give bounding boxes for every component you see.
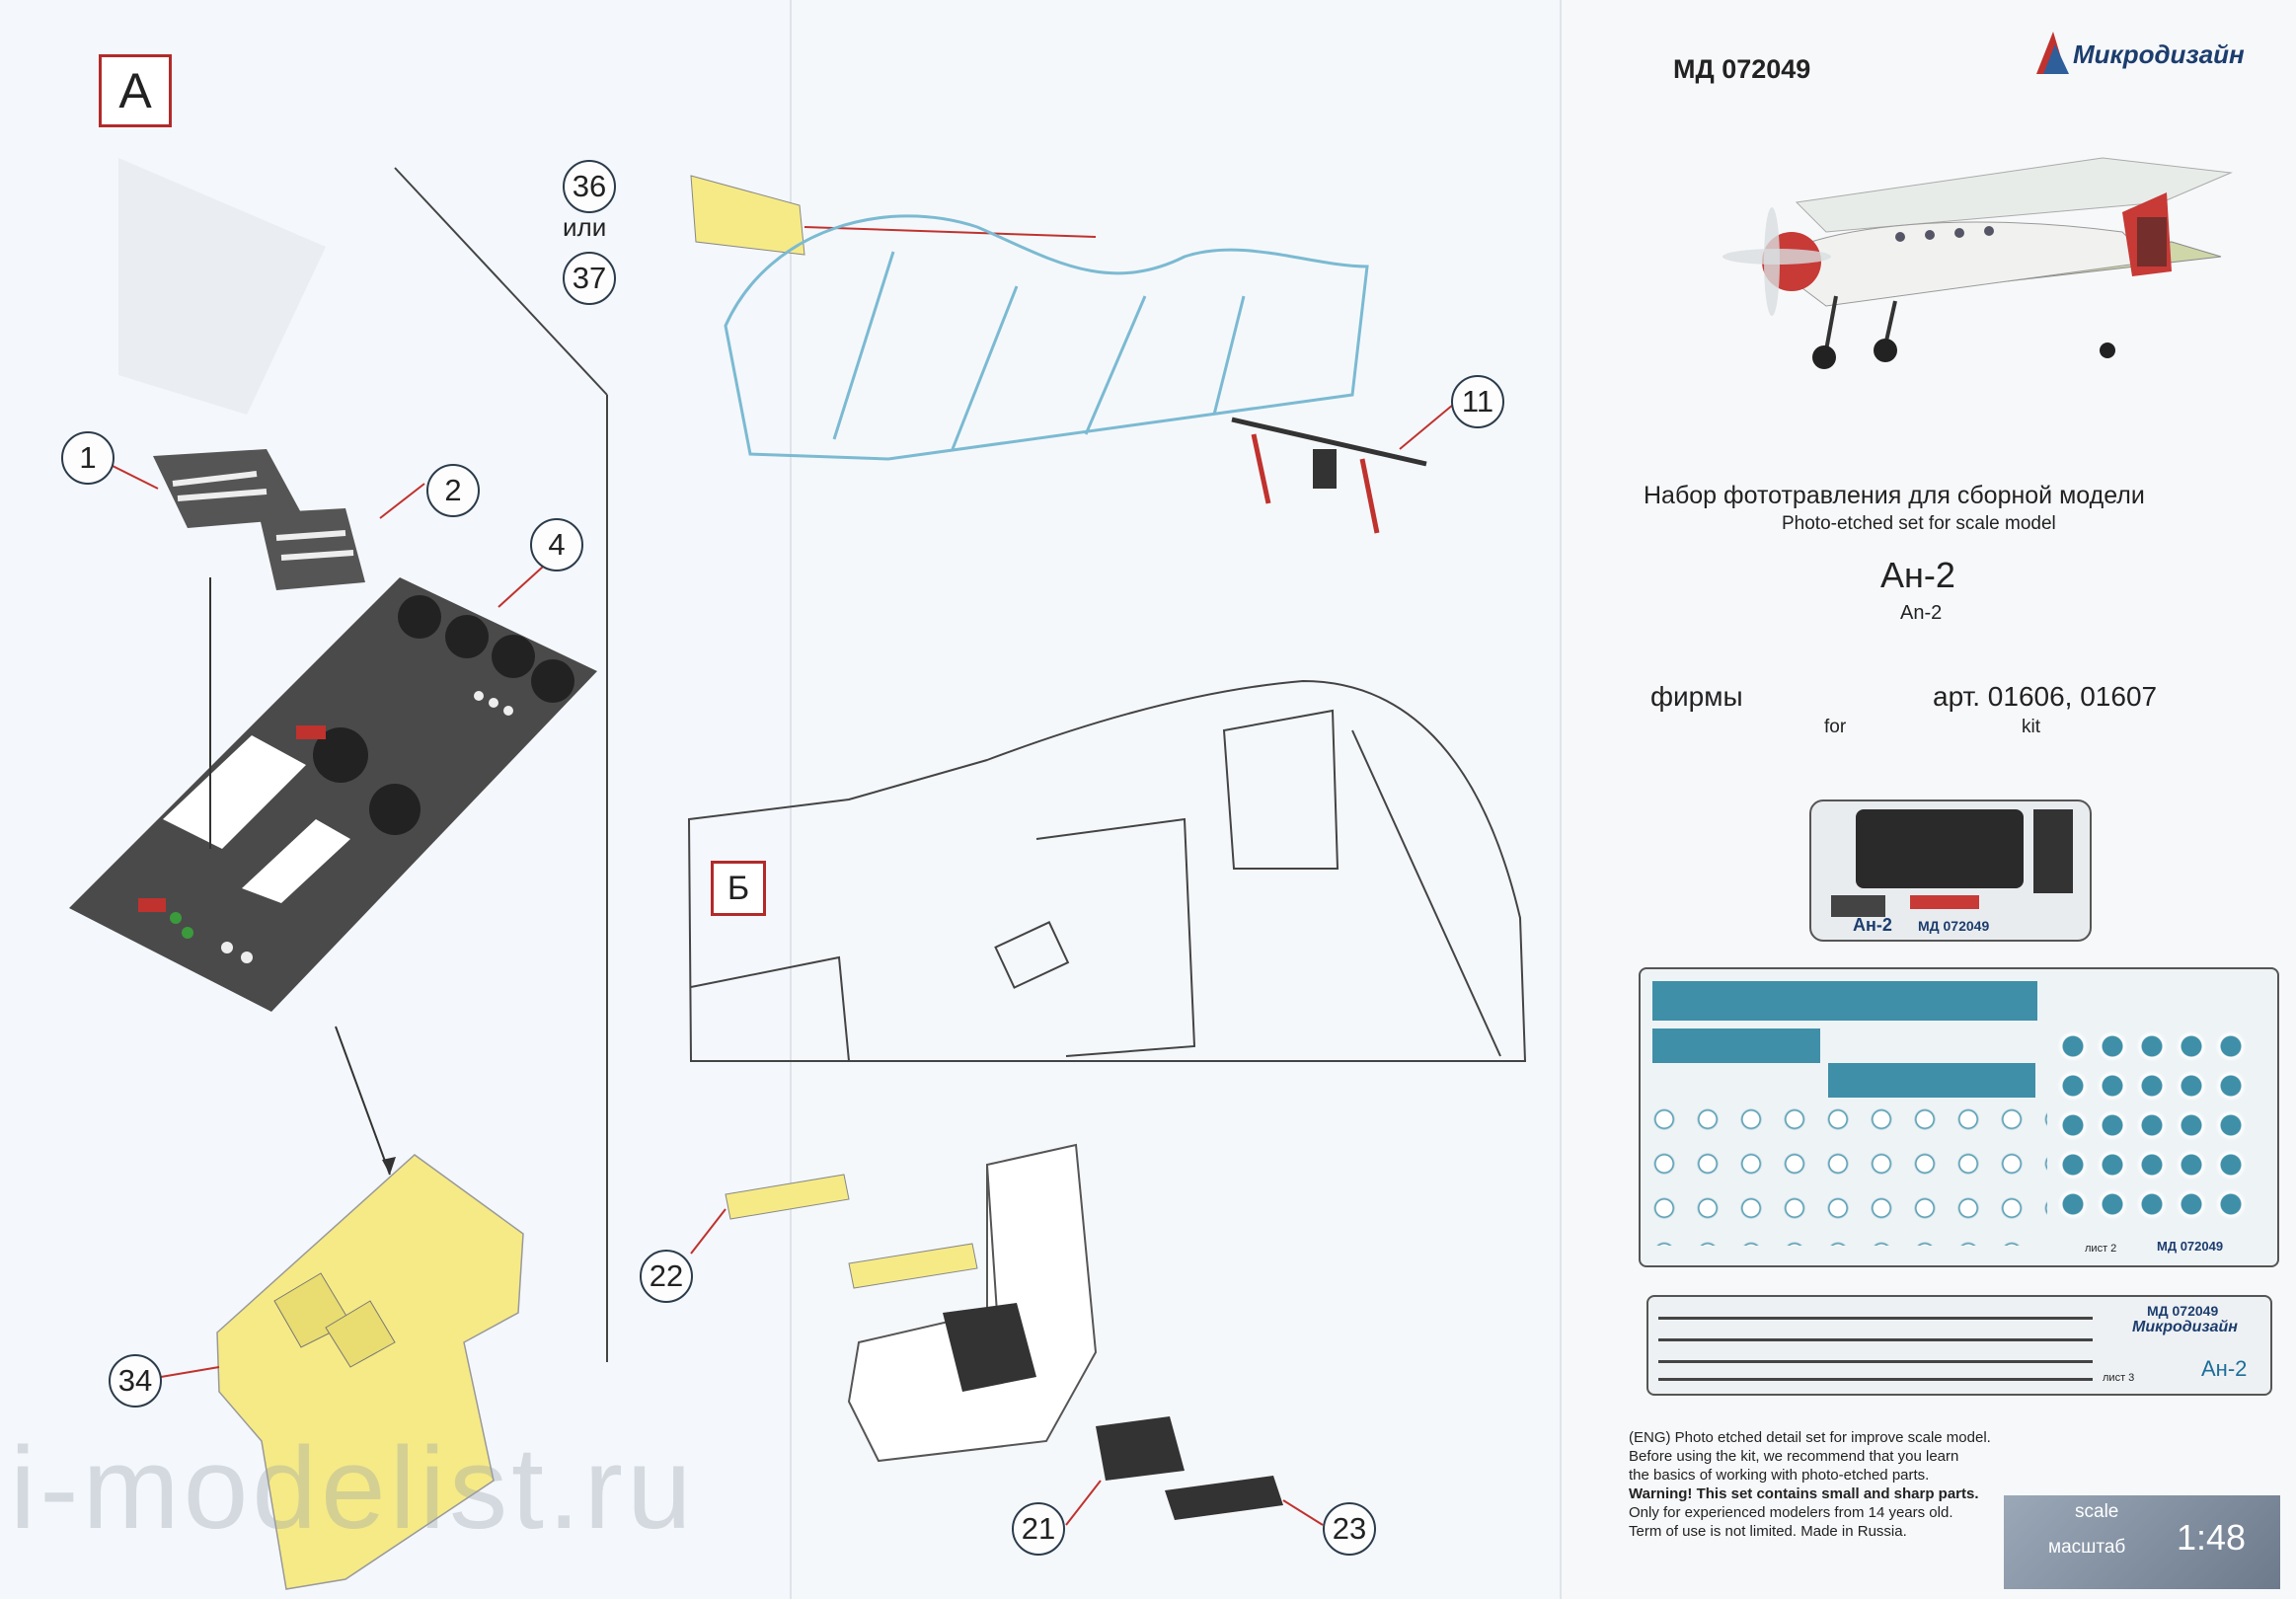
product-code: МД 072049 [1673,54,1811,84]
fret-sheet-1: Ан-2 МД 072049 [1809,800,2092,942]
usage-notes: (ENG) Photo etched detail set for improv… [1629,1428,1991,1541]
fold-line-1 [790,0,792,1599]
callout-34: 34 [109,1354,162,1408]
aircraft-name-ru: Ан-2 [1880,555,1955,595]
fret-3-code: МД 072049 [2147,1303,2219,1319]
fret-2-code: МД 072049 [2157,1239,2224,1254]
note-line-3: the basics of working with photo-etched … [1629,1467,1930,1484]
note-line-6: Term of use is not limited. Made in Russ… [1629,1523,1907,1540]
scale-value: 1:48 [2177,1517,2247,1558]
fret-sheet-3: МД 072049 Микродизайн лист 3 Ан-2 [1646,1295,2272,1396]
title-en: Photo-etched set for scale model [1782,513,2056,534]
fret-2-label: лист 2 [2085,1243,2117,1255]
brand-logo [2031,30,2071,74]
or-label: или [563,212,607,242]
kit-label: kit [2022,717,2040,737]
callout-22: 22 [640,1250,693,1303]
fret-3-name: Ан-2 [2201,1356,2248,1381]
callout-11: 11 [1451,375,1504,428]
part-4-instrument-panel [69,577,597,1012]
watermark-text: i-modelist.ru [10,1423,696,1554]
for-label: for [1824,717,1847,737]
callout-4: 4 [530,518,583,571]
part-34-console [216,1154,524,1590]
callout-21: 21 [1012,1502,1065,1556]
title-ru: Набор фототравления для сборной модели [1644,482,2145,509]
part-2-panel-cover [259,508,365,590]
section-a-drawing [69,167,608,1590]
firm-label: фирмы [1650,681,1743,712]
callout-36: 36 [563,160,616,213]
article-label: арт. 01606, 01607 [1933,681,2158,712]
note-line-1: (ENG) Photo etched detail set for improv… [1629,1429,1991,1446]
section-a-label: А [99,54,172,127]
callout-23: 23 [1323,1502,1376,1556]
callout-2: 2 [426,464,480,517]
brand-name: Микродизайн [2073,39,2245,69]
note-line-2: Before using the kit, we recommend that … [1629,1448,1959,1465]
middle-instruction-panel [790,0,1560,1599]
scale-label-ru: масштаб [2048,1537,2126,1558]
part-1-panel-cover [153,449,304,528]
scale-badge: scale масштаб 1:48 [2004,1495,2280,1589]
scale-label-en: scale [2075,1501,2119,1522]
fold-line-2 [1560,0,1562,1599]
fret-sheet-2: МД 072049 лист 2 [1639,967,2279,1267]
callout-37: 37 [563,252,616,305]
fret-1-name: Ан-2 [1853,915,1892,935]
fret-3-brand: Микродизайн [2132,1319,2238,1335]
note-line-4: Warning! This set contains small and sha… [1629,1485,1979,1502]
aircraft-name-en: An-2 [1900,602,1943,624]
section-b-label: Б [711,861,766,916]
callout-1: 1 [61,431,115,485]
fret-1-code: МД 072049 [1918,918,1990,934]
fret-3-label: лист 3 [2103,1372,2135,1384]
note-line-5: Only for experienced modelers from 14 ye… [1629,1504,1953,1521]
